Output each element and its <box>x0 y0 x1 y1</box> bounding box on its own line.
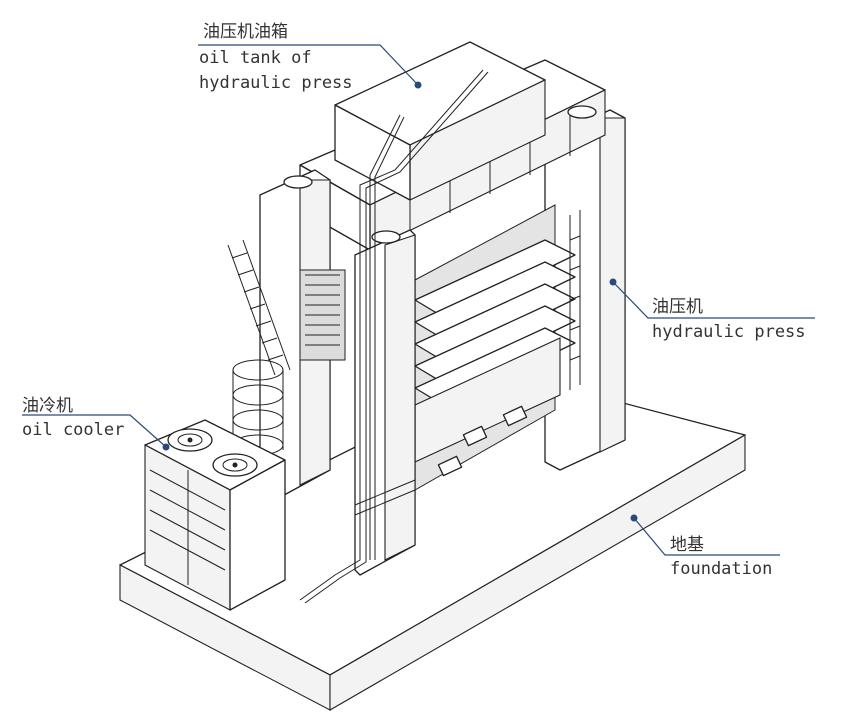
hydraulic-press-label-en: hydraulic press <box>652 322 806 342</box>
perforated-panel <box>299 269 346 361</box>
access-ladder <box>227 239 291 456</box>
label-oil-tank: 油压机油箱 oil tank of hydraulic press <box>198 22 422 93</box>
label-oil-cooler: 油冷机 oil cooler <box>22 396 170 451</box>
oil-cooler-label-en: oil cooler <box>22 420 124 440</box>
oil-tank-label-en-2: hydraulic press <box>199 73 353 93</box>
foundation-label-en: foundation <box>670 559 772 579</box>
oil-cooler-unit <box>144 419 286 611</box>
press-platens <box>414 239 576 477</box>
hydraulic-pipes <box>299 69 489 604</box>
oil-tank-label-en-1: oil tank of <box>199 48 312 68</box>
oil-tank-label-cn: 油压机油箱 <box>203 22 288 42</box>
hydraulic-press-label-cn: 油压机 <box>652 297 703 317</box>
label-foundation: 地基 foundation <box>630 514 780 579</box>
cooler-fan <box>167 428 213 452</box>
foundation-label-cn: 地基 <box>670 535 704 555</box>
oil-cooler-label-cn: 油冷机 <box>22 396 73 416</box>
cooler-fan <box>212 453 258 477</box>
label-hydraulic-press: 油压机 hydraulic press <box>609 278 815 342</box>
side-guide-rail <box>569 210 581 390</box>
